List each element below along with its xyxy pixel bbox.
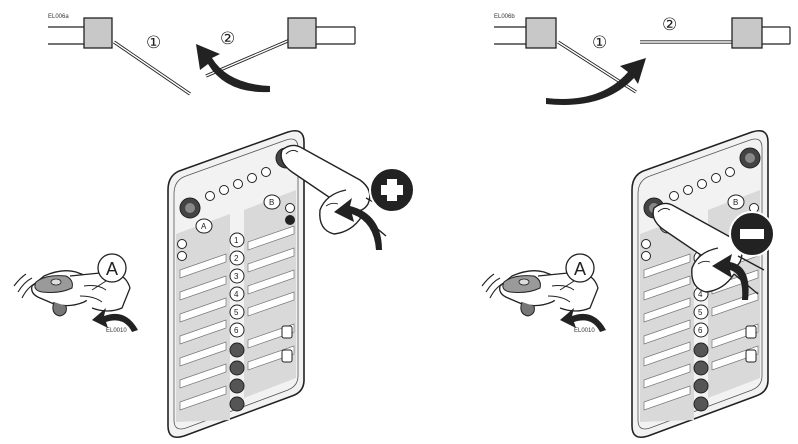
figure-code-top-right: EL006b [494, 14, 515, 20]
key-6: 6 [698, 326, 703, 335]
figure-code-top-left: EL006a [48, 14, 69, 20]
curved-arrow-icon [712, 254, 749, 300]
key-5: 5 [698, 308, 703, 317]
callout-label: A [106, 259, 118, 279]
figure-code-remote-right: EL0010 [574, 328, 595, 334]
top-left-wire-diagram: EL006a ① ② [48, 14, 356, 96]
connector-block-left [525, 17, 557, 49]
plus-sign-icon [369, 167, 415, 213]
key-5: 5 [234, 308, 239, 317]
key-3: 3 [234, 272, 239, 281]
step-two-marker: ② [220, 29, 235, 48]
top-right-wire-diagram: EL006b ① ② [494, 14, 791, 105]
callout-label: A [574, 259, 586, 279]
key-1: 1 [234, 236, 239, 245]
figure-code-remote-left: EL0010 [106, 328, 127, 334]
zone-b-header: B [269, 198, 274, 207]
curved-arrow-icon [196, 44, 270, 93]
callout-circle [97, 253, 127, 283]
key-2: 2 [234, 254, 239, 263]
step-two-marker: ② [662, 15, 677, 34]
zone-b-header: B [733, 198, 738, 207]
left-control-unit: A B 1 2 3 4 5 6 [167, 129, 305, 439]
key-6: 6 [234, 326, 239, 335]
key-4: 4 [234, 290, 239, 299]
curved-arrow-icon [546, 58, 646, 105]
left-keyfob-callout: A EL0010 [13, 253, 138, 334]
curved-arrow-icon [92, 308, 138, 332]
key-4: 4 [698, 290, 703, 299]
curved-arrow-icon [560, 308, 606, 332]
connector-block-left [83, 17, 113, 49]
callout-circle [565, 253, 595, 283]
minus-sign-icon [729, 211, 775, 257]
curved-arrow-icon [334, 198, 382, 250]
connector-block-right [731, 17, 763, 49]
zone-a-header: A [201, 222, 207, 231]
connector-block-right [287, 17, 317, 49]
step-one-marker: ① [146, 33, 161, 52]
step-one-marker: ① [592, 33, 607, 52]
right-keyfob-callout: A EL0010 [481, 253, 606, 334]
